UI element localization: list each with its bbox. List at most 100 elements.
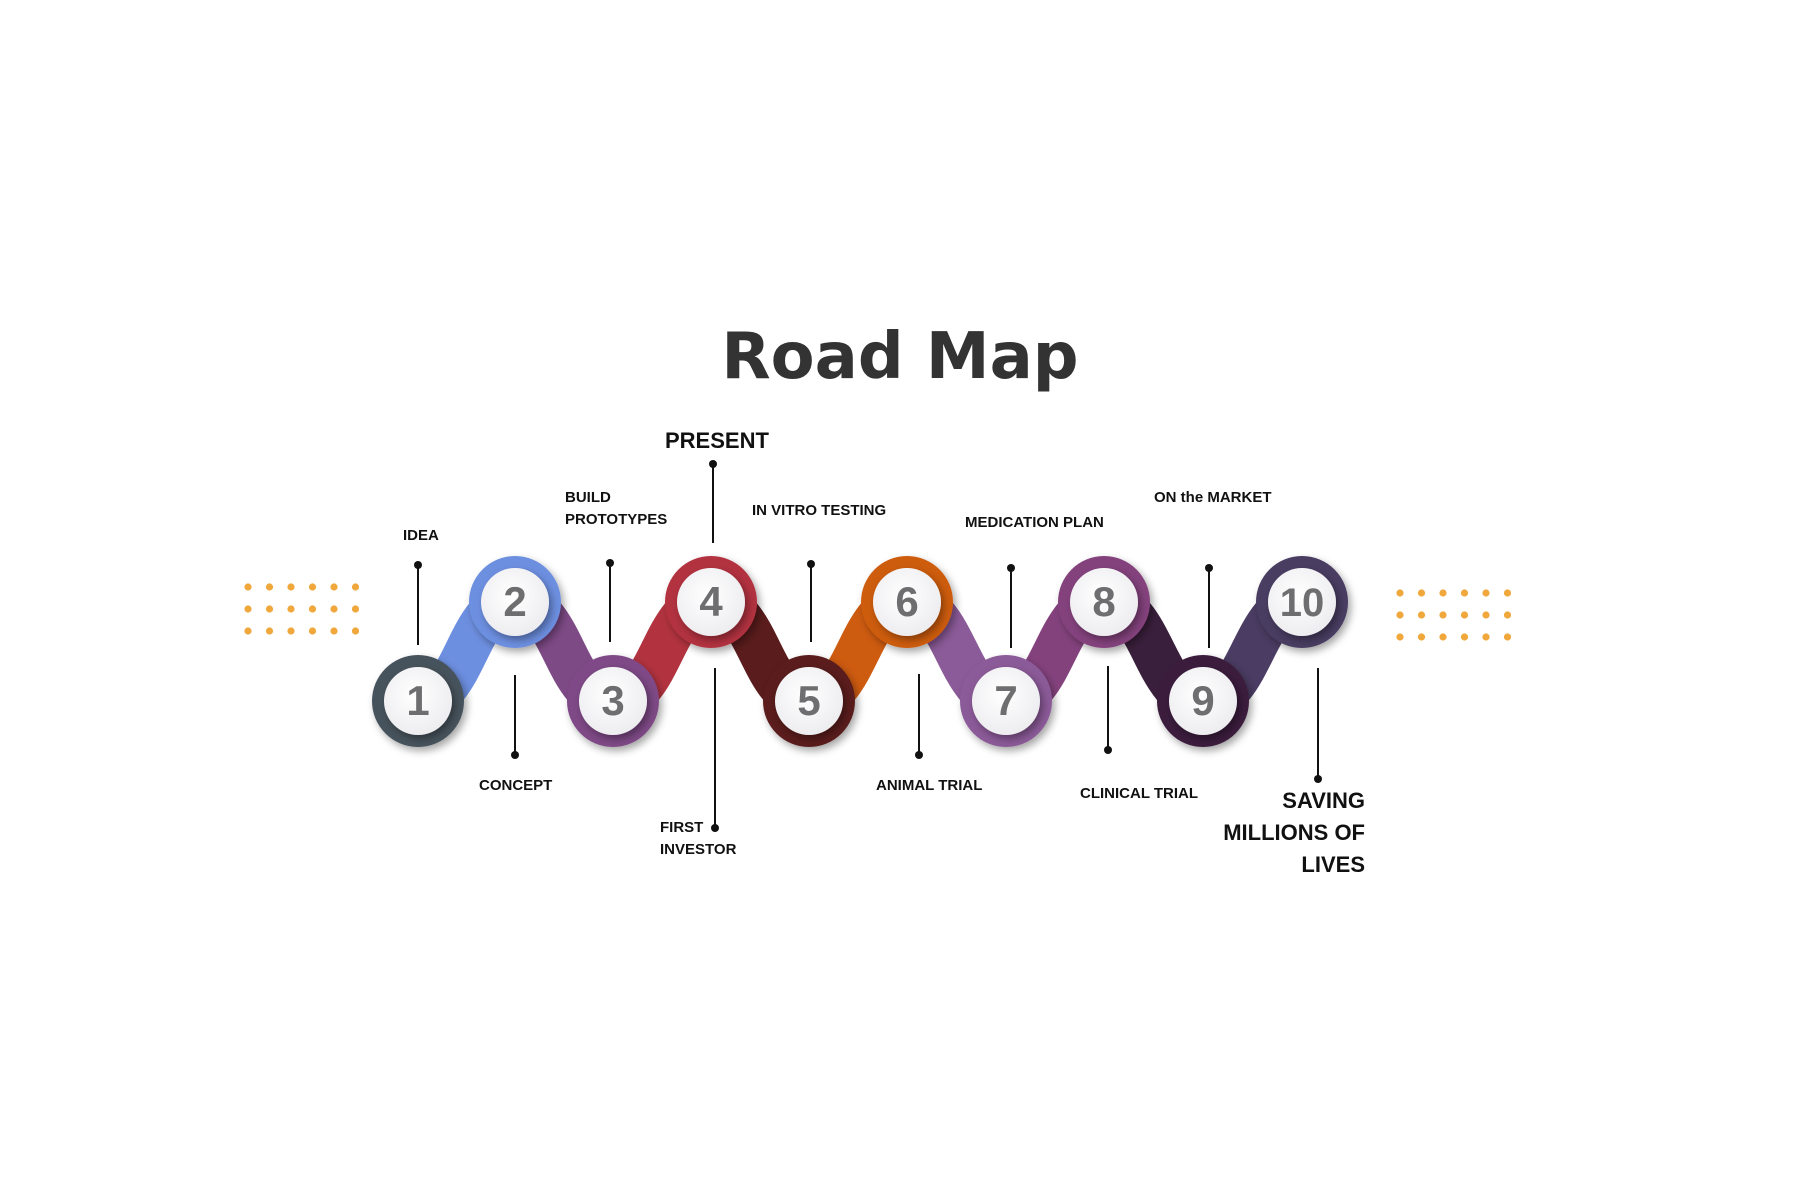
- step-circle: [481, 568, 549, 636]
- step-circle: [579, 667, 647, 735]
- decorative-dot: [1396, 589, 1404, 597]
- label-saving-line-1: SAVING: [1282, 788, 1365, 813]
- step-node-9: 9: [1157, 655, 1249, 747]
- step-node-10: 10: [1256, 556, 1348, 648]
- decorative-dot: [287, 627, 295, 635]
- step-number: 8: [1092, 578, 1115, 625]
- decorative-dot: [351, 627, 360, 635]
- label-clinical-line-1: CLINICAL TRIAL: [1080, 785, 1199, 802]
- decorative-dot: [1482, 633, 1490, 641]
- step-circle: [677, 568, 745, 636]
- decorative-dot: [1503, 611, 1512, 619]
- step-circle: [775, 667, 843, 735]
- label-in-vitro-testing: IN VITRO TESTING: [752, 500, 886, 522]
- decorative-dot: [1417, 611, 1426, 619]
- label-animal-trial: ANIMAL TRIAL: [876, 775, 982, 797]
- leader-dot: [915, 751, 923, 759]
- decorative-dot: [1439, 633, 1447, 641]
- label-first-investor: FIRST INVESTOR: [660, 817, 736, 861]
- decorative-dot: [1503, 633, 1512, 641]
- step-node-7: 7: [960, 655, 1052, 747]
- step-node-4: 4: [665, 556, 757, 648]
- leader-dot: [1205, 564, 1213, 572]
- step-number: 2: [503, 578, 526, 625]
- step-node-6: 6: [861, 556, 953, 648]
- label-medication-line-1: MEDICATION PLAN: [965, 514, 1104, 531]
- decorative-dot: [351, 605, 360, 613]
- leader-dot: [1314, 775, 1322, 783]
- label-present: PRESENT: [665, 425, 769, 457]
- label-saving-line-3: LIVES: [1301, 851, 1365, 877]
- decorative-dot: [265, 605, 274, 613]
- decorative-dot: [330, 583, 338, 591]
- decorative-dot: [1503, 589, 1512, 597]
- decorative-dot: [1460, 589, 1469, 597]
- decorative-dot: [1460, 633, 1469, 641]
- decorative-dot: [1460, 611, 1469, 619]
- step-node-1: 1: [372, 655, 464, 747]
- leader-dot: [606, 559, 614, 567]
- decorative-dots-right: [1396, 589, 1512, 641]
- leader-lines: [414, 460, 1322, 832]
- decorative-dot: [308, 627, 317, 635]
- step-circle: [972, 667, 1040, 735]
- leader-dot: [414, 561, 422, 569]
- decorative-dot: [330, 627, 338, 635]
- decorative-dot: [244, 627, 252, 635]
- step-node-3: 3: [567, 655, 659, 747]
- label-concept-line-1: CONCEPT: [479, 777, 553, 794]
- label-medication-plan: MEDICATION PLAN: [965, 512, 1104, 534]
- leader-dot: [711, 824, 719, 832]
- step-number: 9: [1191, 677, 1214, 724]
- decorative-dot: [265, 627, 274, 635]
- leader-dot: [1007, 564, 1015, 572]
- label-investor-line-2: INVESTOR: [660, 840, 737, 858]
- label-investor-line-1: FIRST: [660, 819, 704, 836]
- decorative-dot: [1417, 589, 1426, 597]
- step-number: 1: [406, 677, 429, 724]
- decorative-dot: [351, 583, 360, 591]
- step-number: 3: [601, 677, 624, 724]
- decorative-dot: [1417, 633, 1426, 641]
- step-circle: [1070, 568, 1138, 636]
- step-circle: [1169, 667, 1237, 735]
- decorative-dot: [1482, 589, 1490, 597]
- decorative-dot: [244, 583, 252, 591]
- label-market-line-1: ON the MARKET: [1154, 489, 1272, 506]
- leader-dot: [709, 460, 717, 468]
- step-number: 6: [895, 578, 918, 625]
- decorative-dot: [1482, 611, 1490, 619]
- step-circle: [873, 568, 941, 636]
- label-concept: CONCEPT: [479, 775, 552, 797]
- step-circle: [384, 667, 452, 735]
- step-number: 4: [699, 578, 723, 625]
- label-vitro-line-1: IN VITRO TESTING: [752, 502, 887, 519]
- decorative-dot: [1396, 611, 1404, 619]
- label-on-the-market: ON the MARKET: [1154, 487, 1272, 509]
- label-build-line-2: PROTOTYPES: [565, 510, 668, 528]
- decorative-dot: [287, 583, 295, 591]
- step-circle: [1268, 568, 1336, 636]
- step-node-5: 5: [763, 655, 855, 747]
- label-idea: IDEA: [403, 525, 439, 547]
- decorative-dot: [265, 583, 274, 591]
- leader-dot: [807, 560, 815, 568]
- leader-dot: [511, 751, 519, 759]
- step-node-2: 2: [469, 556, 561, 648]
- decorative-dot: [1396, 633, 1404, 641]
- decorative-dot: [330, 605, 338, 613]
- decorative-dot: [287, 605, 295, 613]
- step-node-8: 8: [1058, 556, 1150, 648]
- label-clinical-trial: CLINICAL TRIAL: [1080, 783, 1198, 805]
- page-title: Road Map: [721, 320, 1079, 394]
- decorative-dot: [308, 583, 317, 591]
- label-saving-millions: SAVING MILLIONS OF LIVES: [1175, 785, 1365, 881]
- decorative-dot: [244, 605, 252, 613]
- decorative-dot: [1439, 611, 1447, 619]
- label-idea-line-1: IDEA: [403, 527, 439, 544]
- label-build-line-1: BUILD: [565, 489, 611, 506]
- label-saving-line-2: MILLIONS OF: [1223, 819, 1365, 845]
